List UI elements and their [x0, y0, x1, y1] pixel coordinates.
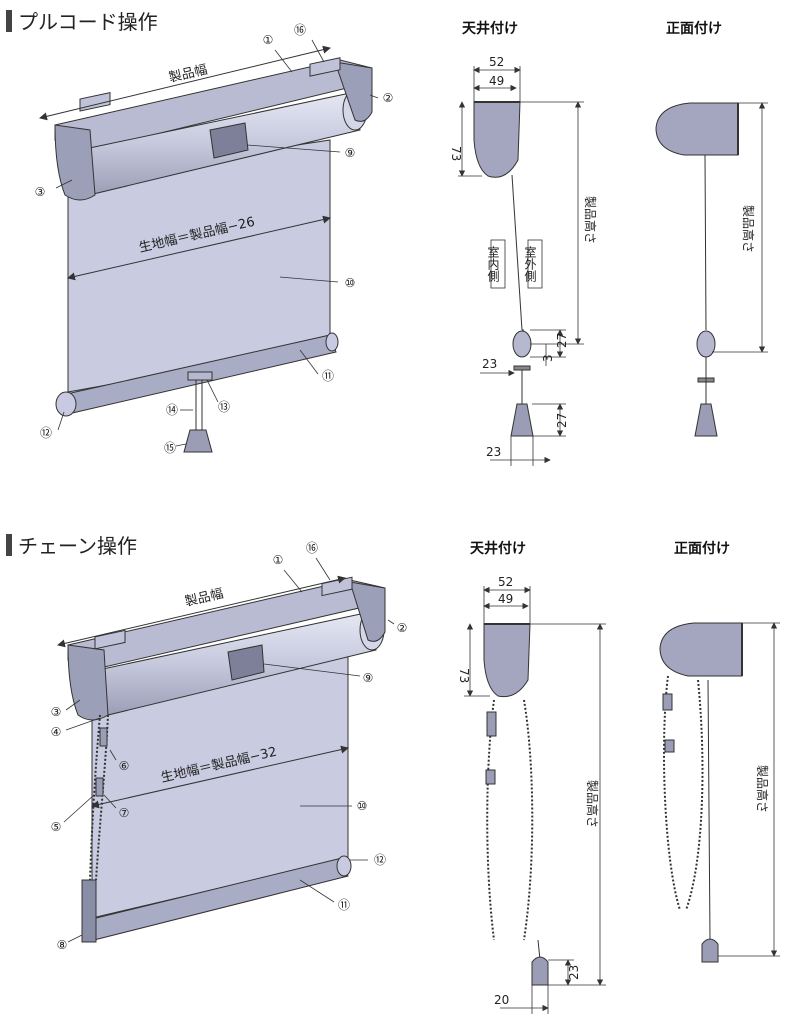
- label-window: [227, 644, 265, 681]
- dim-27a: 27: [555, 333, 569, 348]
- pull-cord-title-text: プルコード操作: [18, 10, 158, 34]
- dim-3: 3: [541, 354, 555, 362]
- callout-11: ⑪: [322, 369, 334, 383]
- chain-front-mount: [659, 622, 743, 963]
- callout-10: ⑩: [357, 799, 368, 813]
- cord-weight-side: [694, 403, 718, 437]
- chain-dim-23: 23: [567, 965, 581, 980]
- pull-product-height: 製品高さ: [583, 196, 598, 244]
- chain-title-text: チェーン操作: [18, 534, 137, 558]
- chain-callouts: ① ⑯ ② ③ ④ ⑨ ⑥ ⑤ ⑦ ⑩ ⑫ ⑪ ⑧: [51, 541, 408, 952]
- pull-cord-section-title: プルコード操作: [6, 6, 158, 35]
- callout-12: ⑫: [374, 853, 386, 867]
- outdoor-label: 室外側: [523, 245, 537, 282]
- bracket-body: [659, 622, 743, 677]
- chain-weight: [701, 938, 719, 963]
- title-marker: [6, 10, 12, 32]
- callout-1: ①: [273, 553, 284, 567]
- callout-5: ⑤: [51, 820, 62, 834]
- cord-weight-side: [510, 403, 534, 437]
- chain-weight: [531, 956, 549, 986]
- bracket-body: [655, 102, 739, 156]
- callout-4: ④: [51, 725, 62, 739]
- pull-ceiling-mount: [473, 101, 534, 437]
- chain-stopper: [485, 769, 496, 785]
- chain-dim-20: 20: [494, 993, 509, 1007]
- ball-chain-left: [663, 675, 681, 911]
- bottom-bar-cap: [55, 391, 77, 417]
- callout-2: ②: [397, 621, 408, 635]
- callout-9: ⑨: [363, 671, 374, 685]
- callout-16: ⑯: [294, 23, 306, 37]
- pull-leaders: [55, 39, 379, 447]
- callout-7: ⑦: [119, 806, 130, 820]
- callout-6: ⑥: [119, 759, 130, 773]
- chain-section-title: チェーン操作: [6, 530, 137, 559]
- callout-10: ⑩: [345, 276, 356, 290]
- left-bracket: [67, 644, 109, 721]
- pull-front-product-height: 製品高さ: [741, 205, 756, 253]
- dim-52: 52: [489, 55, 504, 69]
- chain-product-width-label: 製品幅: [184, 587, 225, 610]
- callout-3: ③: [51, 705, 62, 719]
- cord-grip-side: [513, 365, 531, 371]
- callout-2: ②: [383, 91, 394, 105]
- cord-line: [511, 174, 523, 331]
- chain-stopper: [486, 711, 497, 737]
- chain-weight: [81, 879, 97, 943]
- callout-1: ①: [263, 33, 274, 47]
- chain-ceiling-mount: [483, 623, 549, 986]
- chain-stopper-lower: [95, 777, 104, 797]
- callout-13: ⑬: [218, 400, 230, 414]
- callout-3: ③: [35, 185, 46, 199]
- pull-ceiling-title: 天井付け: [462, 21, 518, 37]
- right-bracket: [334, 61, 373, 122]
- callout-14: ⑭: [166, 403, 178, 417]
- chain-product-height: 製品高さ: [585, 780, 600, 828]
- callout-15: ⑮: [164, 441, 176, 455]
- cord-pulley: [512, 330, 532, 358]
- bottom-bar-cap-right: [325, 332, 339, 352]
- dim-27b: 27: [555, 413, 569, 428]
- bracket-body: [483, 623, 531, 698]
- dim-73: 73: [449, 146, 463, 161]
- callout-11: ⑪: [338, 898, 350, 912]
- title-marker: [6, 534, 12, 556]
- callout-8: ⑧: [57, 938, 68, 952]
- cord-line: [704, 154, 707, 331]
- indoor-label: 室内側: [486, 245, 500, 282]
- left-bracket: [54, 124, 96, 201]
- bracket-body: [473, 101, 521, 178]
- chain-ceiling-title: 天井付け: [470, 541, 526, 557]
- ball-chain-right: [523, 699, 534, 941]
- pull-callouts: ① ⑯ ② ③ ⑨ ⑩ ⑪ ⑫ ⑬ ⑭ ⑮: [35, 23, 394, 455]
- right-bracket: [349, 581, 386, 642]
- chain-dim-52: 52: [498, 575, 513, 589]
- dim-23a: 23: [482, 357, 497, 371]
- chain-stopper-upper: [99, 727, 108, 747]
- chain-dim-73: 73: [457, 668, 471, 683]
- pull-front-mount: [655, 102, 739, 437]
- label-window: [209, 122, 249, 159]
- bottom-bar-cap: [336, 855, 352, 877]
- dim-23b: 23: [486, 445, 501, 459]
- cord-grip: [187, 371, 213, 381]
- dim-49: 49: [489, 74, 504, 88]
- callout-16: ⑯: [306, 541, 318, 555]
- chain-front-product-height: 製品高さ: [755, 765, 770, 813]
- callout-9: ⑨: [345, 146, 356, 160]
- cord-weight: [183, 429, 213, 453]
- pull-front-title: 正面付け: [666, 21, 722, 37]
- chain-leaders: [63, 557, 395, 943]
- cord-pulley: [696, 330, 716, 358]
- chain-dim-49: 49: [498, 592, 513, 606]
- ball-chain-right: [685, 679, 704, 911]
- chain-front-title: 正面付け: [674, 541, 730, 557]
- callout-12: ⑫: [40, 426, 52, 440]
